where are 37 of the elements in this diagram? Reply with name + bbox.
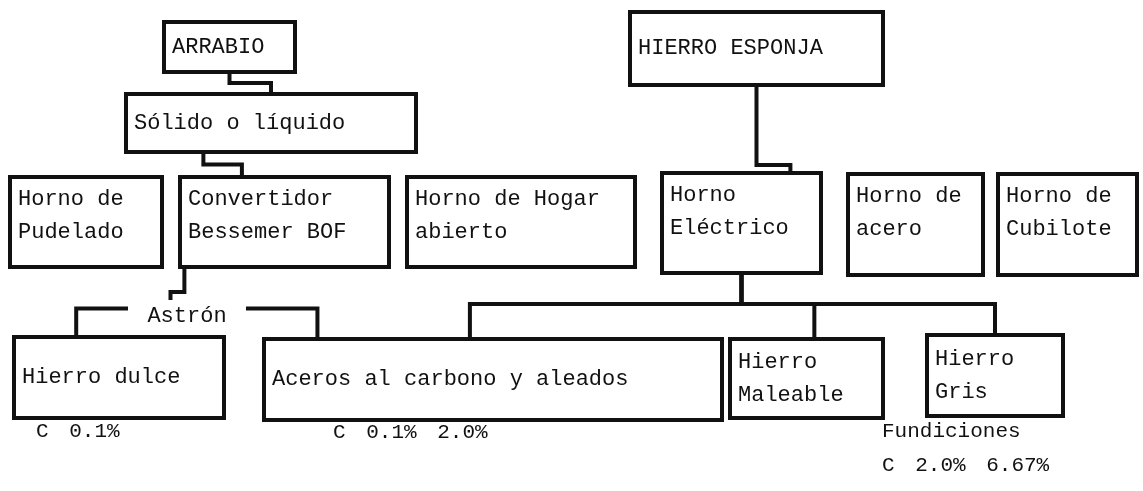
process-box <box>846 172 985 277</box>
box-label: Hierro Maleable <box>738 348 845 410</box>
box-label: Horno de Cubilote <box>1006 183 1113 244</box>
note-text: C 2.0% 6.67% <box>882 454 1050 477</box>
box-label: Hierro Gris <box>935 345 1016 407</box>
connector-line <box>754 87 793 171</box>
box-label: Aceros al carbono y aleados <box>272 366 629 394</box>
process-box <box>925 333 1065 418</box>
box-label: HIERRO ESPONJA <box>638 35 823 63</box>
connector-line <box>227 74 273 92</box>
box-label: ARRABIO <box>172 33 265 62</box>
box-label: Hierro dulce <box>22 364 181 392</box>
box-label: Horno de acero <box>856 183 963 244</box>
connector-line <box>74 306 128 335</box>
connector-line <box>246 306 320 337</box>
process-box <box>996 172 1139 277</box>
connector-line <box>739 275 997 333</box>
connector-line <box>168 269 187 300</box>
box-label: Horno de Pudelado <box>18 186 125 247</box>
box-label: Horno de Hogar abierto <box>415 186 601 247</box>
carbon-content-note: C 0.1% <box>36 420 120 443</box>
process-box <box>178 175 391 269</box>
process-box <box>12 335 226 420</box>
process-box <box>728 337 885 420</box>
process-box <box>8 175 164 269</box>
note-text: Fundiciones <box>882 420 1021 443</box>
process-box <box>124 92 418 154</box>
box-label: Convertidor Bessemer BOF <box>188 186 348 247</box>
process-box <box>405 175 637 269</box>
process-box <box>660 171 823 275</box>
process-box <box>262 337 724 422</box>
process-box <box>628 10 885 87</box>
process-box <box>162 20 297 74</box>
carbon-content-note: C 0.1% 2.0% <box>333 421 488 444</box>
box-label: Horno Eléctrico <box>670 182 790 243</box>
box-label: Sólido o líquido <box>134 109 346 138</box>
connector-line <box>201 154 244 175</box>
